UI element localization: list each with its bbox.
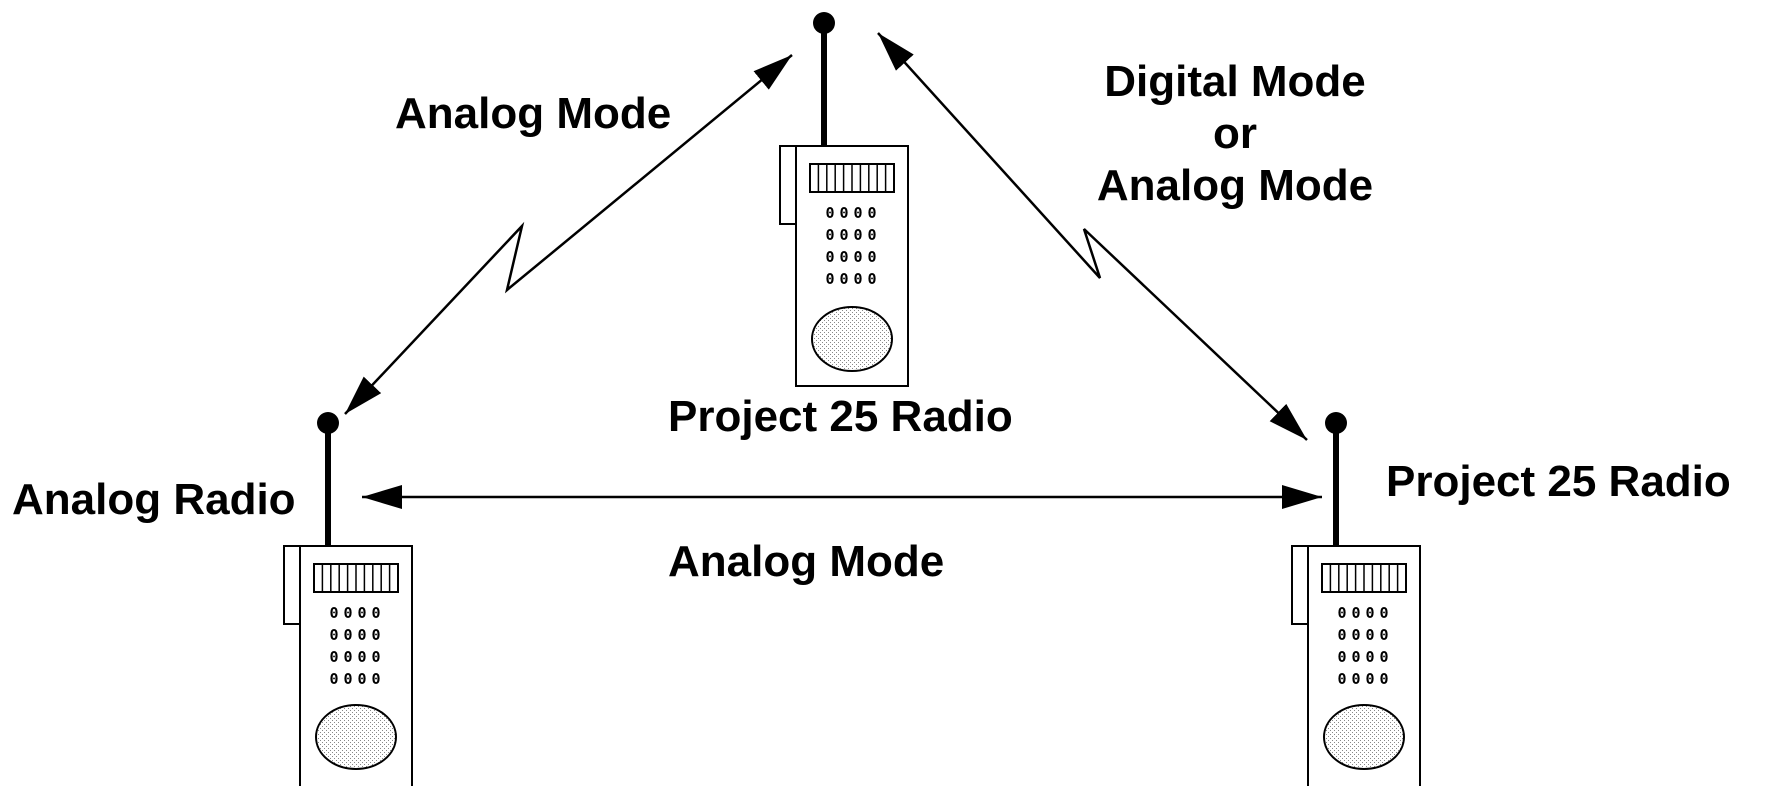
left-radio-keypad-key: 0 xyxy=(329,648,338,666)
right-radio-label: Project 25 Radio xyxy=(1386,457,1731,506)
right-radio-keypad-key: 0 xyxy=(1365,604,1374,622)
top-radio-speaker xyxy=(811,306,893,372)
right-radio-keypad-key: 0 xyxy=(1379,670,1388,688)
right-radio-speaker xyxy=(1323,704,1405,770)
top-radio-keypad-key: 0 xyxy=(839,204,848,222)
left-radio-keypad-key: 0 xyxy=(371,626,380,644)
right-radio-keypad-key: 0 xyxy=(1379,626,1388,644)
right-radio-keypad-key: 0 xyxy=(1379,604,1388,622)
top-right-link-label-line-1: Digital Mode xyxy=(1104,57,1366,106)
right-radio-keypad-key: 0 xyxy=(1337,626,1346,644)
right-radio-keypad-key: 0 xyxy=(1337,670,1346,688)
right-radio-keypad-key: 0 xyxy=(1379,648,1388,666)
left-radio-keypad-key: 0 xyxy=(371,670,380,688)
top-radio-keypad-key: 0 xyxy=(867,270,876,288)
left-radio-keypad-key: 0 xyxy=(329,670,338,688)
top-radio-keypad-key: 0 xyxy=(853,248,862,266)
top-radio-label: Project 25 Radio xyxy=(668,392,1013,441)
top-radio-keypad-key: 0 xyxy=(825,248,834,266)
right-radio-keypad-key: 0 xyxy=(1351,648,1360,666)
left-radio-keypad-key: 0 xyxy=(357,670,366,688)
right-radio-keypad-key: 0 xyxy=(1351,670,1360,688)
top-right-link-label-line-3: Analog Mode xyxy=(1096,161,1374,210)
top-radio-keypad-key: 0 xyxy=(867,248,876,266)
top-radio-keypad-key: 0 xyxy=(853,270,862,288)
left-radio-keypad-key: 0 xyxy=(329,626,338,644)
left-radio-keypad-key: 0 xyxy=(343,670,352,688)
left-radio-keypad-key: 0 xyxy=(357,626,366,644)
right-radio-keypad-key: 0 xyxy=(1351,604,1360,622)
right-radio-keypad-key: 0 xyxy=(1365,670,1374,688)
left-radio-keypad-key: 0 xyxy=(343,604,352,622)
right-radio-keypad-key: 0 xyxy=(1365,626,1374,644)
left-radio-keypad-key: 0 xyxy=(357,648,366,666)
top-right-link-label-line-2: or xyxy=(1213,109,1257,158)
top-radio-keypad-key: 0 xyxy=(867,226,876,244)
top-radio-display xyxy=(809,163,895,193)
top-radio-keypad-key: 0 xyxy=(825,204,834,222)
right-radio-keypad-key: 0 xyxy=(1337,648,1346,666)
left-radio-speaker xyxy=(315,704,397,770)
left-radio-keypad-key: 0 xyxy=(371,648,380,666)
left-radio-display xyxy=(313,563,399,593)
left-radio-keypad-key: 0 xyxy=(329,604,338,622)
top-radio-keypad-key: 0 xyxy=(867,204,876,222)
top-right-link-label: Digital Mode or Analog Mode xyxy=(1080,56,1390,212)
bottom-link-label: Analog Mode xyxy=(668,537,945,586)
top-radio-keypad-key: 0 xyxy=(839,248,848,266)
top-radio-keypad-key: 0 xyxy=(825,226,834,244)
top-left-link-label: Analog Mode xyxy=(395,89,672,138)
top-radio-keypad-key: 0 xyxy=(825,270,834,288)
right-radio-display xyxy=(1321,563,1407,593)
left-radio-keypad-key: 0 xyxy=(357,604,366,622)
left-radio-keypad-key: 0 xyxy=(371,604,380,622)
top-radio-keypad-key: 0 xyxy=(853,204,862,222)
right-radio-keypad-key: 0 xyxy=(1365,648,1374,666)
right-radio-keypad-key: 0 xyxy=(1351,626,1360,644)
top-radio-keypad-key: 0 xyxy=(839,226,848,244)
link-top-right-arrow xyxy=(877,32,1308,441)
top-radio-keypad-key: 0 xyxy=(853,226,862,244)
left-radio-keypad-key: 0 xyxy=(343,626,352,644)
left-radio-keypad-key: 0 xyxy=(343,648,352,666)
left-radio-label: Analog Radio xyxy=(12,475,296,524)
top-radio-keypad-key: 0 xyxy=(839,270,848,288)
link-top-left-arrow xyxy=(344,54,793,415)
right-radio-keypad-key: 0 xyxy=(1337,604,1346,622)
